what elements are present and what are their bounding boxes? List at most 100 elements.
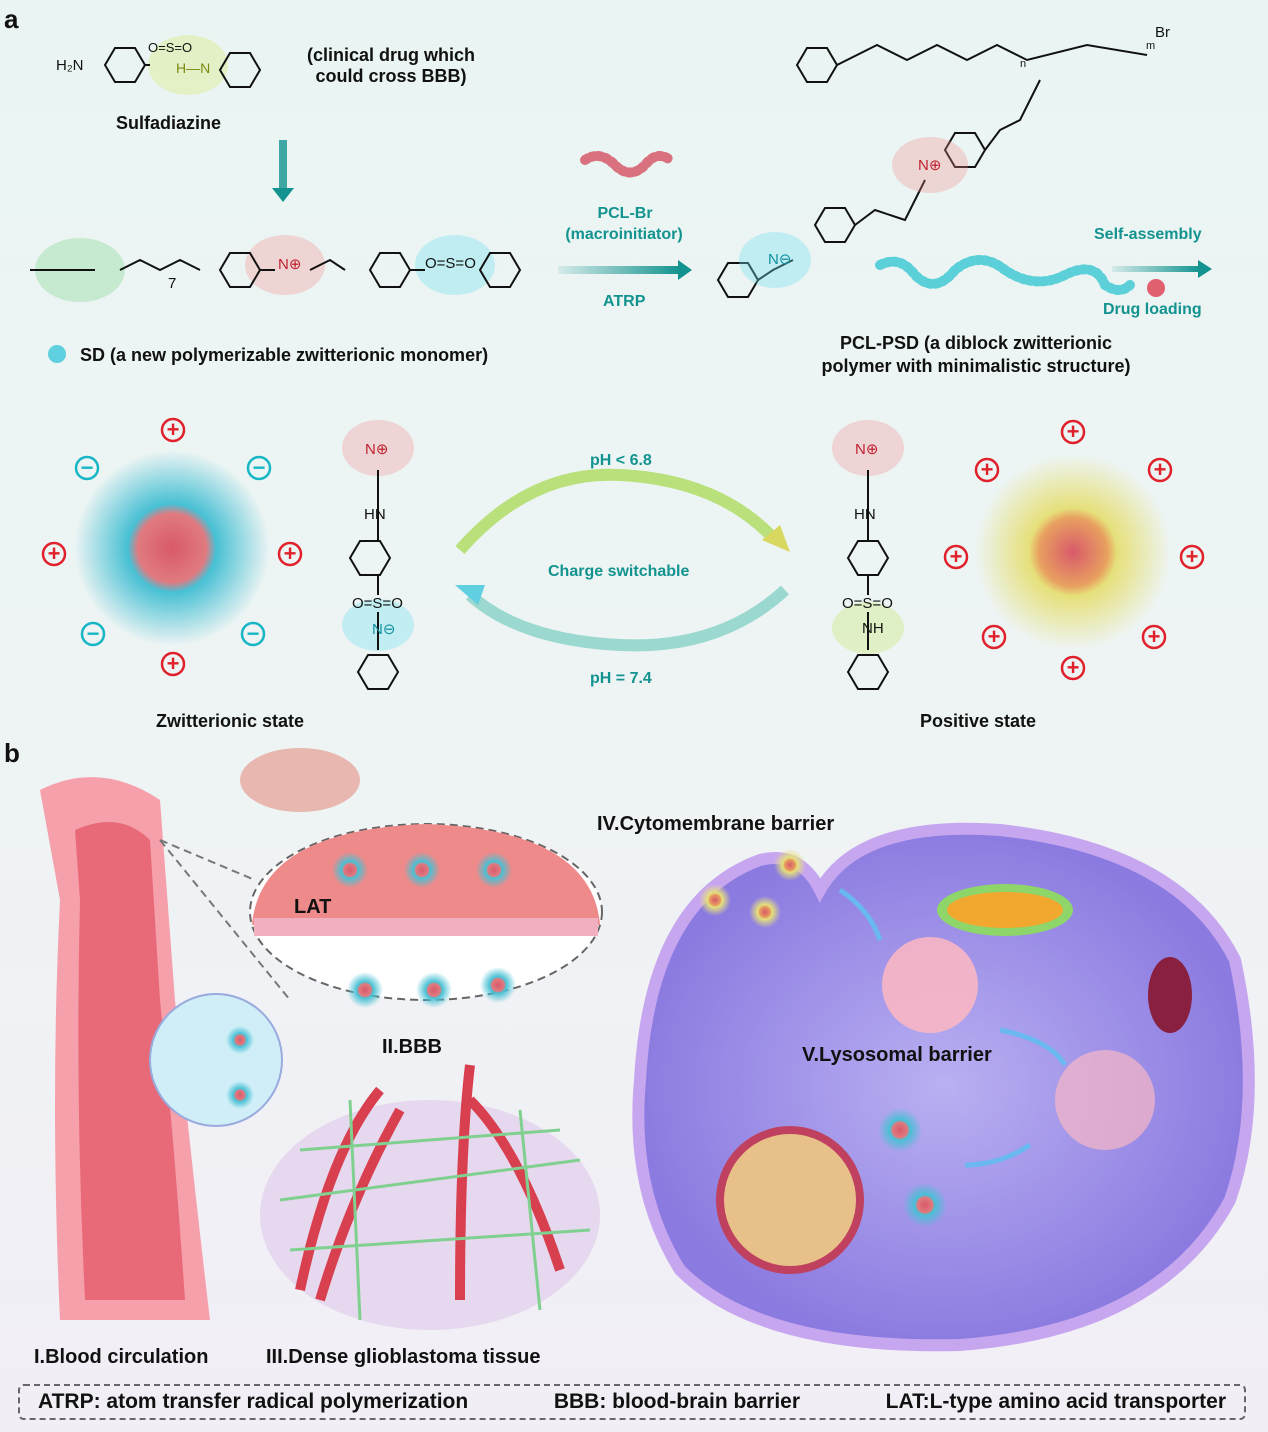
neutral-arrow bbox=[465, 585, 790, 652]
right-ammonium: N⊕ bbox=[855, 441, 879, 458]
ammonium-label: N⊕ bbox=[278, 256, 302, 273]
ammonium-glow-right bbox=[832, 420, 904, 476]
arrow-down-head bbox=[272, 188, 294, 202]
legend-bbb: BBB: blood-brain barrier bbox=[553, 1390, 801, 1413]
zoom-lines bbox=[159, 839, 291, 1001]
sulfonyl-label-monomer: O=S=O bbox=[425, 255, 476, 272]
bbb-label: II.BBB bbox=[382, 1036, 442, 1058]
golgi bbox=[1148, 957, 1192, 1033]
pcl-psd-chain bbox=[875, 255, 1135, 295]
cell-pathway-arrows bbox=[838, 887, 1068, 1168]
zwitterionic-micelle bbox=[74, 450, 270, 646]
ammonium-glow-left bbox=[342, 420, 414, 476]
svg-text:−: − bbox=[247, 621, 260, 646]
ammonium-glow bbox=[245, 235, 325, 295]
sulfadiazine-note: (clinical drug which could cross BBB) bbox=[306, 45, 476, 86]
right-so2: O=S=O bbox=[842, 595, 893, 612]
svg-text:+: + bbox=[988, 624, 1001, 649]
ph-neutral-label: pH = 7.4 bbox=[590, 670, 652, 687]
zwitterionic-state-label: Zwitterionic state bbox=[156, 711, 305, 731]
polymer-ammonium-label: N⊕ bbox=[918, 157, 942, 174]
neutral-arrow-head bbox=[455, 585, 485, 605]
svg-text:+: + bbox=[1067, 655, 1080, 680]
svg-text:+: + bbox=[981, 457, 994, 482]
sulfadiazine-label: Sulfadiazine bbox=[116, 113, 222, 133]
structure-bonds bbox=[377, 470, 869, 650]
left-so2: O=S=O bbox=[352, 595, 403, 612]
n-subscript: n bbox=[1020, 58, 1027, 70]
svg-text:+: + bbox=[1186, 544, 1199, 569]
sd-monomer-label: SD (a new polymerizable zwitterionic mon… bbox=[80, 345, 489, 365]
svg-text:+: + bbox=[1154, 457, 1167, 482]
vessel-lumen bbox=[75, 822, 185, 1300]
pcl-br-note: (macroinitiator) bbox=[565, 226, 683, 243]
svg-text:+: + bbox=[1148, 624, 1161, 649]
left-n-minus: N⊖ bbox=[372, 621, 396, 638]
pcl-psd-label-1: PCL-PSD (a diblock zwitterionic bbox=[839, 333, 1113, 353]
benzene-rings bbox=[30, 43, 1148, 690]
svg-text:+: + bbox=[950, 544, 963, 569]
mitochondrion-inner bbox=[947, 892, 1063, 928]
peg-subscript: 7 bbox=[168, 275, 177, 292]
lysosomal-label: V.Lysosomal barrier bbox=[802, 1044, 992, 1066]
anion-glow-2 bbox=[739, 232, 811, 288]
ph-acidic-label: pH < 6.8 bbox=[590, 452, 652, 469]
sulfonamide-glow bbox=[148, 35, 228, 95]
sulfonyl-label: O=S=O bbox=[148, 40, 193, 55]
assembly-arrow-head bbox=[1198, 260, 1212, 278]
bromine-label: Br bbox=[1155, 24, 1170, 41]
left-ammonium: N⊕ bbox=[365, 441, 389, 458]
charge-signs: + + + + + + + + + + + + − − − − bbox=[41, 417, 1205, 681]
pcl-br-chain bbox=[580, 151, 675, 178]
svg-text:+: + bbox=[167, 417, 180, 442]
polymer-anion-label: N⊖ bbox=[768, 251, 792, 268]
abbreviation-legend: ATRP: atom transfer radical polymerizati… bbox=[18, 1384, 1246, 1420]
ruptured-lysosome bbox=[1055, 1050, 1155, 1150]
self-assembly-label: Self-assembly bbox=[1094, 226, 1202, 243]
charge-switchable-label: Charge switchable bbox=[548, 563, 690, 580]
sulfonamide-nh-label: H—N bbox=[176, 60, 211, 76]
amine-label: H₂N bbox=[56, 57, 84, 74]
blood-circulation-label: I.Blood circulation bbox=[34, 1346, 209, 1368]
glioblastoma-label: III.Dense glioblastoma tissue bbox=[266, 1346, 541, 1368]
ammonium-glow-2 bbox=[892, 137, 968, 193]
lysosome bbox=[882, 937, 978, 1033]
anion-glow bbox=[415, 235, 495, 295]
panel-label-a: a bbox=[4, 4, 19, 34]
cell-nanoparticles bbox=[226, 849, 947, 1227]
right-hn: HN bbox=[854, 506, 876, 523]
svg-text:−: − bbox=[87, 621, 100, 646]
m-subscript: m bbox=[1146, 40, 1156, 52]
lat-label: LAT bbox=[294, 896, 332, 918]
svg-text:−: − bbox=[81, 455, 94, 480]
bbb-cell-layer bbox=[254, 918, 598, 936]
right-nh: NH bbox=[862, 620, 884, 637]
drug-icon bbox=[1147, 279, 1165, 297]
arrow-down bbox=[279, 140, 287, 190]
tissue-mesh bbox=[279, 1099, 591, 1321]
monomer-bullet-icon bbox=[48, 345, 66, 363]
legend-lat: LAT:L-type amino acid transporter bbox=[885, 1390, 1226, 1413]
left-hn: HN bbox=[364, 506, 386, 523]
assembly-arrow bbox=[1112, 266, 1200, 272]
atrp-arrow bbox=[558, 266, 680, 274]
svg-text:+: + bbox=[48, 541, 61, 566]
svg-text:−: − bbox=[253, 455, 266, 480]
drug-loading-label: Drug loading bbox=[1103, 301, 1202, 318]
bbb-inset-circle bbox=[149, 993, 283, 1127]
nucleus bbox=[716, 1126, 864, 1274]
svg-text:+: + bbox=[167, 651, 180, 676]
cytomembrane-label: IV.Cytomembrane barrier bbox=[597, 813, 835, 835]
mouse-icon bbox=[240, 748, 360, 812]
tissue-vessels bbox=[295, 1064, 565, 1302]
acid-arrow-head bbox=[762, 525, 790, 552]
svg-text:+: + bbox=[1067, 419, 1080, 444]
svg-text:+: + bbox=[284, 541, 297, 566]
pcl-psd-label-2: polymer with minimalistic structure) bbox=[821, 356, 1131, 376]
legend-atrp: ATRP: atom transfer radical polymerizati… bbox=[38, 1390, 469, 1413]
positive-state-label: Positive state bbox=[920, 711, 1037, 731]
atrp-arrow-head bbox=[678, 260, 692, 280]
panel-label-b: b bbox=[4, 738, 20, 768]
